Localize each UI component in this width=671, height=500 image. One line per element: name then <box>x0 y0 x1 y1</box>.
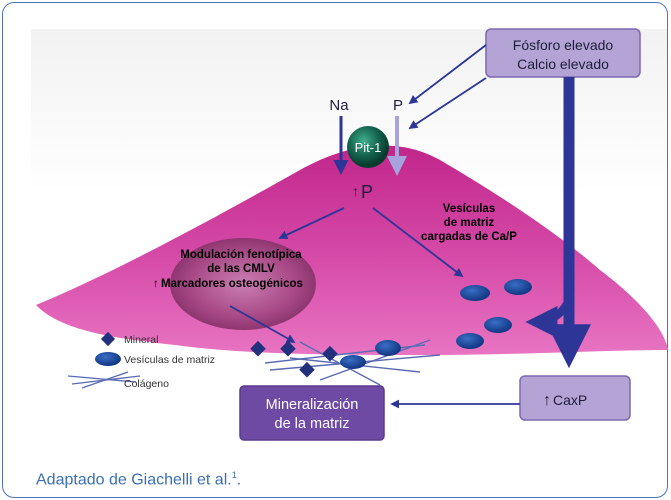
vesicle <box>484 317 512 333</box>
caption-suffix: . <box>236 471 242 489</box>
matrix-minerals <box>250 340 338 378</box>
vesicles-label-line3: cargadas de Ca/P <box>421 231 517 243</box>
input-box-line2: Calcio elevado <box>517 56 609 72</box>
legend-vesicle-icon <box>95 352 121 366</box>
mineralization-line1: Mineralización <box>266 397 359 413</box>
input-box: Fósforo elevado Calcio elevado <box>485 28 641 78</box>
arrow-p-to-nucleus <box>278 207 345 240</box>
nucleus-text-arrow: ↑ <box>153 278 159 290</box>
arrow-to-vesicles <box>525 298 573 338</box>
matrix-vesicle <box>340 355 366 369</box>
arrow-nucleus-to-matrix <box>229 305 296 343</box>
ion-na-label: Na <box>329 97 349 114</box>
vesicle <box>460 285 490 301</box>
legend-mineral-icon <box>100 331 116 347</box>
vesicles-label: Vesículas de matriz cargadas de Ca/P <box>421 203 517 243</box>
legend-collagen-label: Colágeno <box>124 378 169 390</box>
arrow-box-to-p-upper <box>408 44 487 105</box>
nucleus-text-line3: Marcadores osteogénicos <box>161 278 303 290</box>
caption-text: Adaptado de Giachelli et al. <box>36 471 232 489</box>
arrow-box-to-p-lower <box>408 77 487 129</box>
matrix-vesicle <box>375 340 401 356</box>
pit1-transporter: Pit-1 <box>347 126 389 168</box>
intracellular-p-arrow: ↑ <box>352 183 359 199</box>
caption-ref: 1 <box>231 470 237 480</box>
legend: Mineral Vesículas de matriz Colágeno <box>67 331 215 390</box>
ion-p-label: P <box>393 97 403 114</box>
nucleus-text-line2: de las CMLV <box>207 263 275 275</box>
legend-collagen-icon <box>67 371 141 389</box>
vesicle <box>456 333 484 349</box>
caxp-label: CaxP <box>553 392 587 408</box>
mineralization-box: Mineralización de la matriz <box>239 385 385 441</box>
mineralization-line2: de la matriz <box>275 416 350 432</box>
caxp-arrow: ↑ <box>543 392 551 409</box>
legend-vesicles-label: Vesículas de matriz <box>124 354 215 366</box>
nucleus-text: Modulación fenotípica de las CMLV ↑ Marc… <box>153 249 303 290</box>
caxp-box: ↑ CaxP <box>519 375 631 421</box>
figure-caption: Adaptado de Giachelli et al.1. <box>36 470 241 489</box>
nucleus <box>170 238 316 330</box>
vesicle <box>504 279 532 295</box>
pit1-label: Pit-1 <box>355 140 382 155</box>
vesicles-label-line1: Vesículas <box>443 203 495 215</box>
intracellular-p-label: P <box>361 182 373 202</box>
vesicles-label-line2: de matriz <box>444 217 495 229</box>
legend-mineral-label: Mineral <box>124 334 158 346</box>
arrow-p-to-vesicles <box>372 207 464 278</box>
nucleus-text-line1: Modulación fenotípica <box>180 249 302 261</box>
input-box-line1: Fósforo elevado <box>513 37 614 53</box>
